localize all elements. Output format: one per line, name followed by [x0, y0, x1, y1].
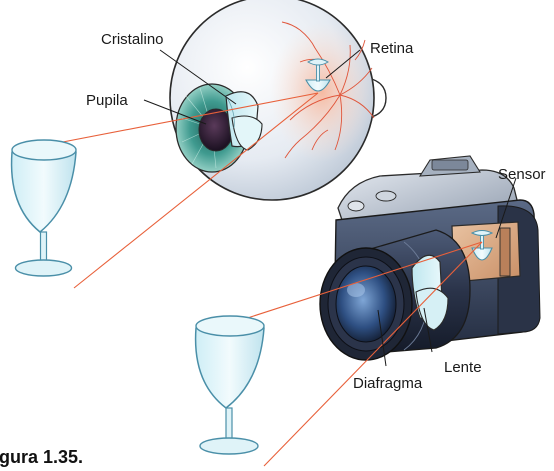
figure-caption: igura 1.35. — [0, 448, 83, 466]
label-cristalino: Cristalino — [101, 32, 164, 47]
wine-glass-camera — [196, 316, 264, 454]
label-pupila: Pupila — [86, 93, 128, 108]
label-retina: Retina — [370, 41, 413, 56]
camera — [320, 156, 540, 360]
label-diafragma: Diafragma — [353, 376, 422, 391]
sensor — [500, 228, 510, 276]
eye — [170, 0, 386, 200]
label-lente: Lente — [444, 360, 482, 375]
label-sensor: Sensor — [498, 167, 546, 182]
diaphragm — [336, 266, 396, 342]
retina-region — [270, 22, 374, 162]
wine-glass-eye — [12, 140, 76, 276]
